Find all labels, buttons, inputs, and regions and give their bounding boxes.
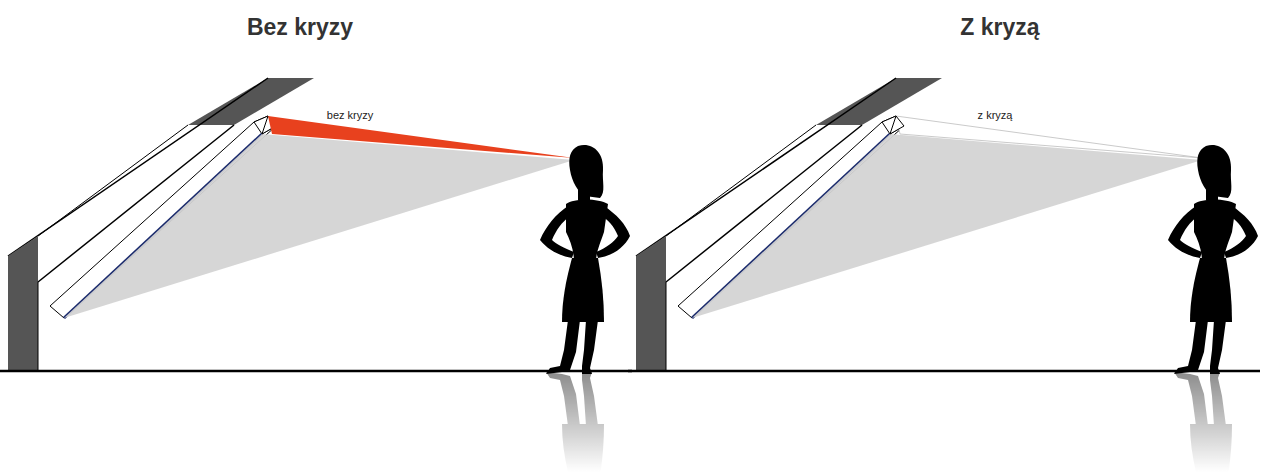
line-label: z kryzą <box>978 109 1013 121</box>
blocked-wedge <box>268 116 574 158</box>
reflection-left <box>540 372 630 472</box>
woman-left <box>540 145 630 374</box>
woman-right <box>1168 145 1258 374</box>
reflection-right <box>1168 372 1258 472</box>
line-label: bez kryzy <box>327 109 373 121</box>
view-fan <box>64 134 574 318</box>
room-left <box>0 78 632 371</box>
flashing-wedge <box>896 116 1202 158</box>
room-right <box>628 78 1260 371</box>
panel-heading: Z kryzą <box>960 14 1039 41</box>
view-fan <box>692 134 1202 318</box>
panel-heading: Bez kryzy <box>247 14 353 41</box>
